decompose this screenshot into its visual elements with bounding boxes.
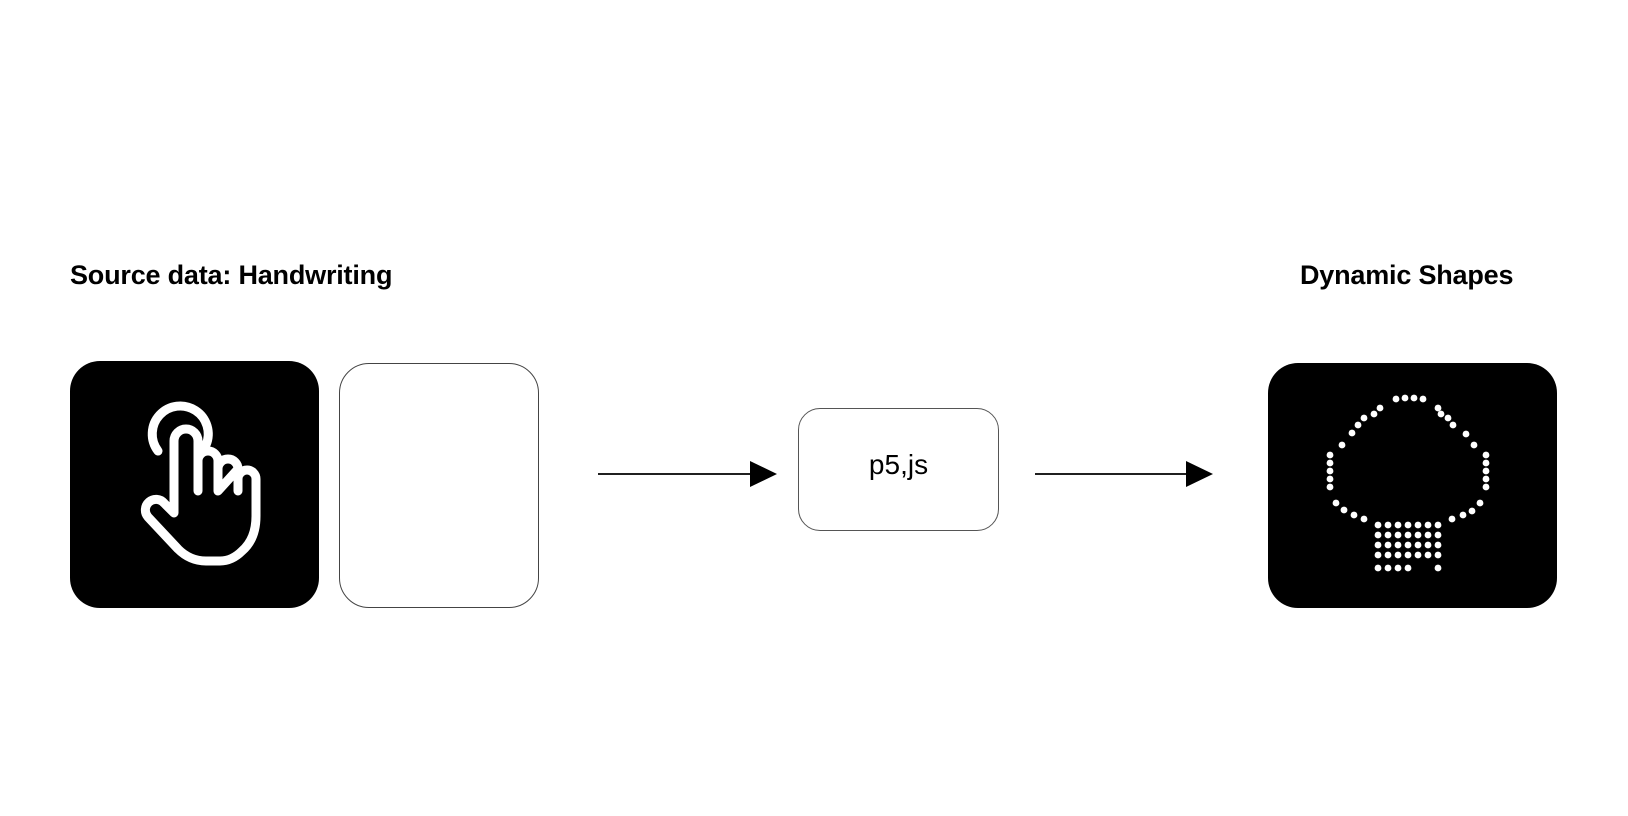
shape-dot xyxy=(1476,499,1484,507)
shape-dot xyxy=(1414,551,1422,559)
source-data-label: Source data: Handwriting xyxy=(70,260,393,290)
shape-dot xyxy=(1370,410,1378,418)
shape-dot xyxy=(1482,459,1490,467)
shape-dot xyxy=(1414,541,1422,549)
shape-dot xyxy=(1419,395,1427,403)
shape-dot xyxy=(1384,531,1392,539)
shape-dot xyxy=(1338,441,1346,449)
processor-label: p5,js xyxy=(868,448,929,480)
shape-dot xyxy=(1424,531,1432,539)
shape-dot xyxy=(1434,404,1442,412)
shape-dot xyxy=(1348,429,1356,437)
blank-canvas-tile xyxy=(339,363,539,608)
hand-outline xyxy=(140,424,261,566)
shape-dot xyxy=(1340,506,1348,514)
arrow-to-output xyxy=(1035,461,1213,487)
shape-dot xyxy=(1401,394,1409,402)
shape-dot xyxy=(1384,541,1392,549)
shape-dot xyxy=(1459,511,1467,519)
shape-dot xyxy=(1404,531,1412,539)
shape-dot xyxy=(1424,521,1432,529)
shape-dot xyxy=(1434,531,1442,539)
tap-arc xyxy=(147,401,213,456)
shape-dot xyxy=(1392,395,1400,403)
shape-dot xyxy=(1374,551,1382,559)
shape-dot xyxy=(1414,521,1422,529)
shape-dot xyxy=(1394,541,1402,549)
shape-dot xyxy=(1360,414,1368,422)
shape-dot xyxy=(1326,467,1334,475)
shape-dot xyxy=(1468,507,1476,515)
shape-dot xyxy=(1434,564,1442,572)
shape-dot xyxy=(1414,531,1422,539)
shape-dot xyxy=(1444,414,1452,422)
arrow-to-processor xyxy=(598,461,777,487)
shape-dot xyxy=(1482,451,1490,459)
shape-dot xyxy=(1326,451,1334,459)
shape-dot xyxy=(1482,467,1490,475)
shape-dot xyxy=(1404,541,1412,549)
shape-dot xyxy=(1384,551,1392,559)
shape-dot xyxy=(1374,541,1382,549)
touch-input-tile xyxy=(70,361,319,608)
shape-dot xyxy=(1360,515,1368,523)
shape-dot xyxy=(1434,521,1442,529)
dynamic-shapes-tile xyxy=(1268,363,1557,608)
shape-dot xyxy=(1404,521,1412,529)
shape-dot xyxy=(1384,521,1392,529)
shape-dot xyxy=(1326,475,1334,483)
shape-dot xyxy=(1462,430,1470,438)
shape-dot xyxy=(1326,483,1334,491)
dotted-shape-icon xyxy=(1326,394,1490,572)
shape-dot xyxy=(1437,410,1445,418)
shape-dot xyxy=(1374,531,1382,539)
shape-dot xyxy=(1326,459,1334,467)
shape-dot xyxy=(1374,521,1382,529)
shape-dot xyxy=(1394,551,1402,559)
shape-dot xyxy=(1404,551,1412,559)
shape-dot xyxy=(1332,499,1340,507)
shape-dot xyxy=(1449,421,1457,429)
shape-dot xyxy=(1482,483,1490,491)
shape-dot xyxy=(1354,421,1362,429)
shape-dot xyxy=(1394,521,1402,529)
shape-dot xyxy=(1424,541,1432,549)
shape-dot xyxy=(1384,564,1392,572)
shape-dot xyxy=(1448,515,1456,523)
shape-dot xyxy=(1350,511,1358,519)
shape-dot xyxy=(1424,551,1432,559)
pointing-hand-tap-icon xyxy=(140,401,261,566)
shape-dot xyxy=(1394,564,1402,572)
output-label: Dynamic Shapes xyxy=(1300,260,1514,290)
shape-dot xyxy=(1404,564,1412,572)
shape-dot xyxy=(1434,551,1442,559)
shape-dot xyxy=(1374,564,1382,572)
shape-dot xyxy=(1482,475,1490,483)
shape-dot xyxy=(1376,404,1384,412)
shape-dot xyxy=(1394,531,1402,539)
shape-dot xyxy=(1410,394,1418,402)
shape-dot xyxy=(1470,441,1478,449)
processor-box: p5,js xyxy=(798,408,999,531)
shape-dot xyxy=(1434,541,1442,549)
